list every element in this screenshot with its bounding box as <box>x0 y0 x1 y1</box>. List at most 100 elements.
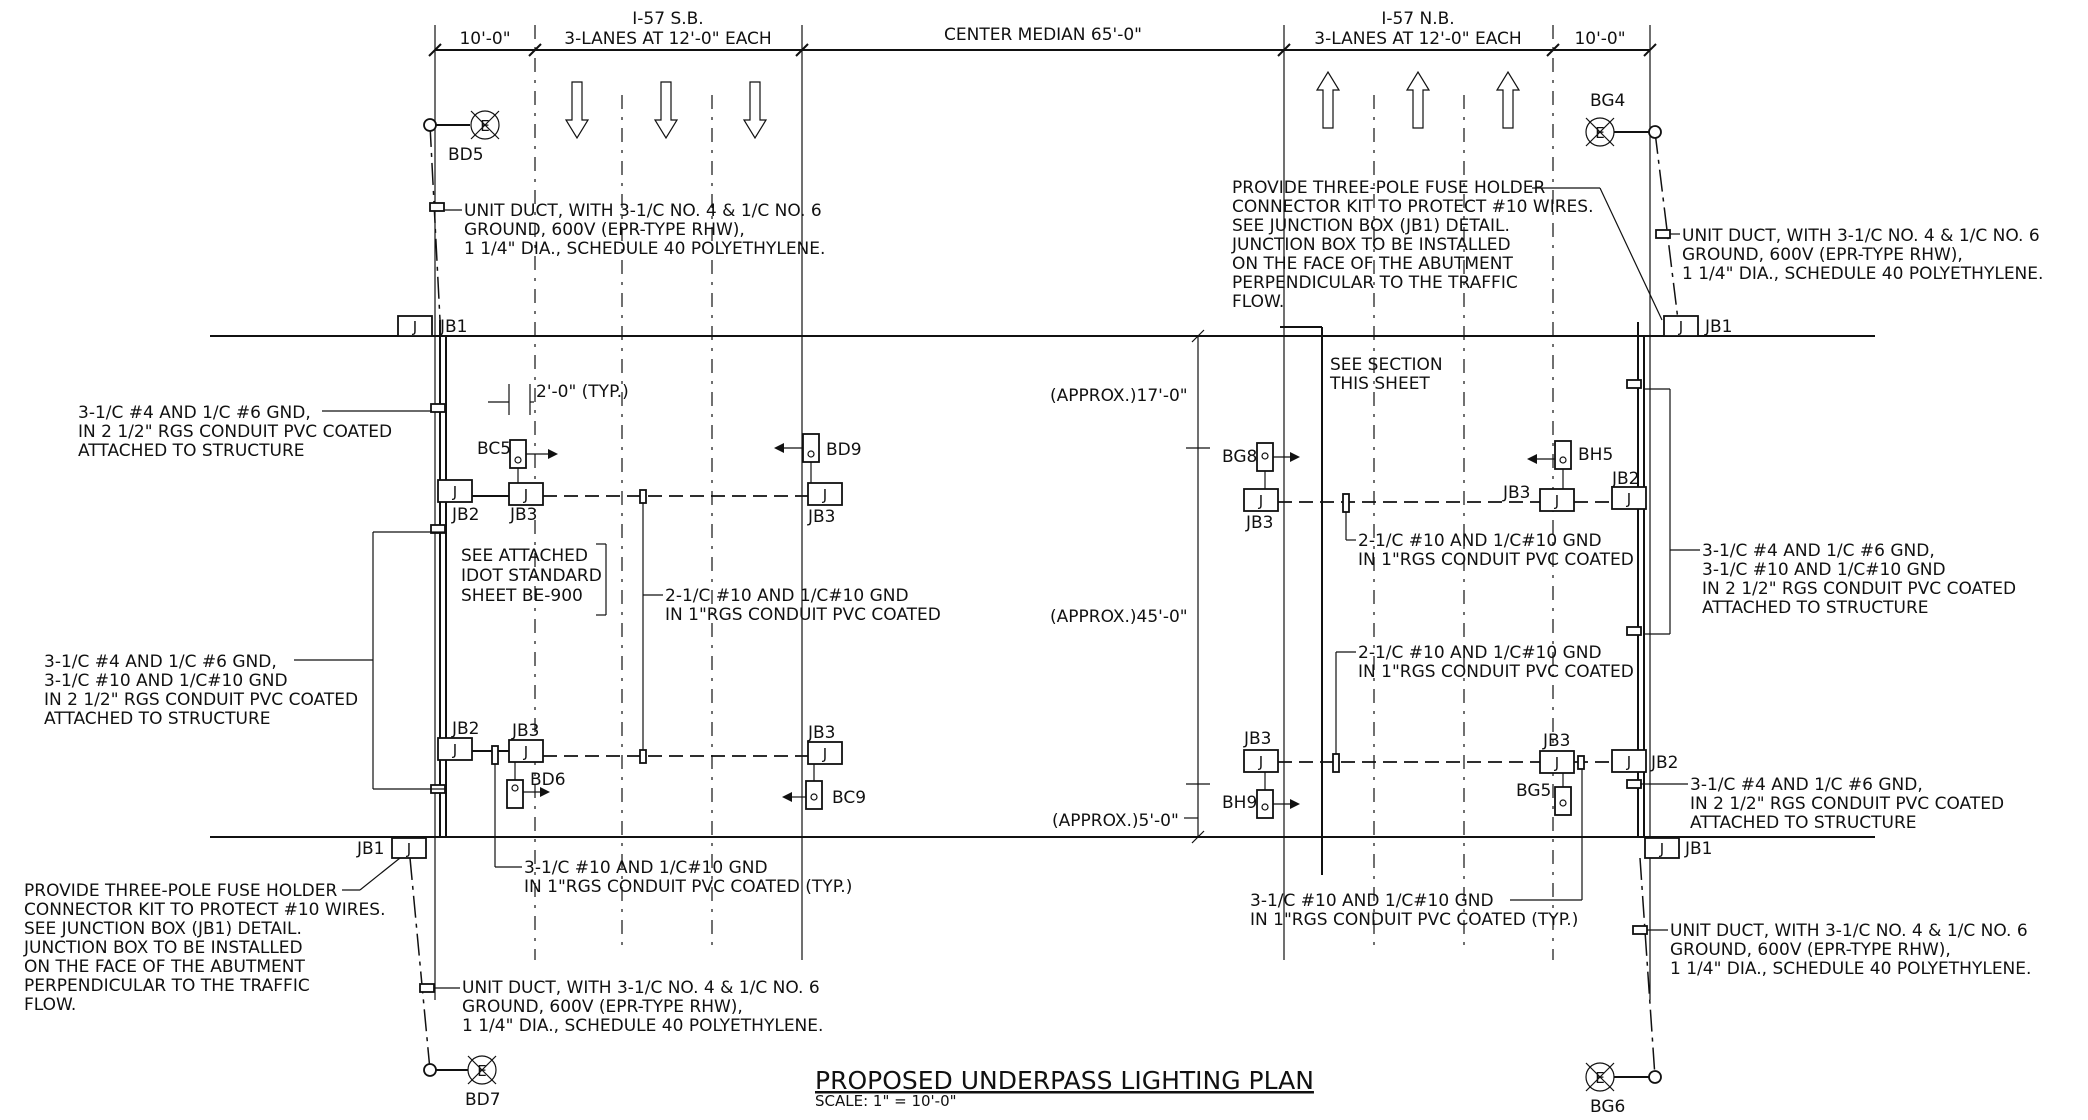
note-line: 3-1/C #10 AND 1/C#10 GND <box>44 671 288 691</box>
note-line: 1 1/4" DIA., SCHEDULE 40 POLYETHYLENE. <box>1670 959 2031 979</box>
note-line: IN 1"RGS CONDUIT PVC COATED (TYP.) <box>1250 910 1578 930</box>
note-line: ON THE FACE OF THE ABUTMENT <box>24 957 305 977</box>
note-line: IN 2 1/2" RGS CONDUIT PVC COATED <box>44 690 358 710</box>
note-line: ATTACHED TO STRUCTURE <box>1702 598 1929 618</box>
note-gnd-combo-right: 3-1/C #4 AND 1/C #6 GND, 3-1/C #10 AND 1… <box>1670 541 2016 618</box>
approx-17-dim: (APPROX.)17'-0" <box>1050 386 1188 406</box>
junction-box-jb3-right-lower: J JB3 <box>1539 731 1575 774</box>
note-line: ON THE FACE OF THE ABUTMENT <box>1232 254 1513 274</box>
svg-text:J: J <box>1554 754 1559 772</box>
note-gnd-right-lower: 3-1/C #4 AND 1/C #6 GND, IN 2 1/2" RGS C… <box>1640 775 2004 833</box>
svg-text:J: J <box>452 741 457 759</box>
jb-label: JB3 <box>1245 513 1274 533</box>
svg-text:J: J <box>1258 492 1263 510</box>
note-line: 2-1/C #10 AND 1/C#10 GND <box>665 586 909 606</box>
junction-box-jb1-top-right: J JB1 <box>1663 315 1733 337</box>
luminaire-bh9: BH9 <box>1222 772 1300 819</box>
fixture-label: BD9 <box>826 440 862 460</box>
southbound-arrow <box>742 81 768 140</box>
northbound-arrow <box>1315 70 1341 129</box>
note-line: 3-1/C #4 AND 1/C #6 GND, <box>1702 541 1935 561</box>
header-dimensions: 10'-0" I-57 S.B. 3-LANES AT 12'-0" EACH … <box>428 9 1657 1000</box>
fixture-label: BG8 <box>1222 447 1257 467</box>
pole-label-bg4: BG4 <box>1590 91 1625 111</box>
note-line: 3-1/C #10 AND 1/C#10 GND <box>524 858 768 878</box>
drawing-title-block: PROPOSED UNDERPASS LIGHTING PLAN SCALE: … <box>815 1066 1314 1110</box>
vertical-dimensions: (APPROX.)17'-0" (APPROX.)45'-0" (APPROX.… <box>1050 329 1210 844</box>
circuit-runs <box>472 489 1612 773</box>
fixture-label: BH9 <box>1222 793 1257 813</box>
e-symbol: E <box>480 117 489 135</box>
note-wire10-left: 2-1/C #10 AND 1/C#10 GND IN 1"RGS CONDUI… <box>643 586 941 625</box>
note-line: 2-1/C #10 AND 1/C#10 GND <box>1358 531 1602 551</box>
note-line: SEE ATTACHED <box>461 546 588 566</box>
fixture-label: BG5 <box>1516 781 1551 801</box>
note-wire10-right-middle: 2-1/C #10 AND 1/C#10 GND IN 1"RGS CONDUI… <box>1335 643 1634 754</box>
jb-label: JB2 <box>451 505 480 525</box>
luminaire-bh5: BH5 <box>1527 440 1613 489</box>
pole-bd5: E BD5 <box>423 110 500 321</box>
junction-box-jb3-median-upper: J JB3 <box>807 482 843 527</box>
note-line: IN 2 1/2" RGS CONDUIT PVC COATED <box>1702 579 2016 599</box>
svg-text:J: J <box>412 318 417 336</box>
svg-text:J: J <box>523 743 528 761</box>
note-line: SEE SECTION <box>1330 355 1443 375</box>
jb-label: JB3 <box>807 723 836 743</box>
luminaire-bd9: BD9 <box>774 433 862 483</box>
note-line: 3-1/C #4 AND 1/C #6 GND, <box>78 403 311 423</box>
note-line: CONNECTOR KIT TO PROTECT #10 WIRES. <box>1232 197 1593 217</box>
note-line: IN 1"RGS CONDUIT PVC COATED <box>665 605 941 625</box>
note-wire10-right-upper: 2-1/C #10 AND 1/C#10 GND IN 1"RGS CONDUI… <box>1345 512 1634 570</box>
note-line: UNIT DUCT, WITH 3-1/C NO. 4 & 1/C NO. 6 <box>1682 226 2040 246</box>
note-line: FLOW. <box>24 995 76 1015</box>
approx-5-dim: (APPROX.)5'-0" <box>1052 811 1179 831</box>
note-line: ATTACHED TO STRUCTURE <box>1690 813 1917 833</box>
note-wire10-typ-left: 3-1/C #10 AND 1/C#10 GND IN 1"RGS CONDUI… <box>494 764 852 897</box>
northbound-arrow <box>1495 70 1521 129</box>
note-fuse-holder-bottom: PROVIDE THREE-POLE FUSE HOLDER CONNECTOR… <box>23 857 401 1015</box>
note-line: UNIT DUCT, WITH 3-1/C NO. 4 & 1/C NO. 6 <box>1670 921 2028 941</box>
note-line: GROUND, 600V (EPR-TYPE RHW), <box>1670 940 1951 960</box>
junction-box-jb3-right-lower-median: J JB3 <box>1243 729 1279 773</box>
note-line: PROVIDE THREE-POLE FUSE HOLDER <box>24 881 337 901</box>
note-line: UNIT DUCT, WITH 3-1/C NO. 4 & 1/C NO. 6 <box>464 201 822 221</box>
note-unit-duct-top-right: UNIT DUCT, WITH 3-1/C NO. 4 & 1/C NO. 6 … <box>1670 226 2043 284</box>
note-line: PROVIDE THREE-POLE FUSE HOLDER <box>1232 178 1545 198</box>
junction-box-jb3-median-lower: J JB3 <box>807 723 843 765</box>
note-line: IN 1"RGS CONDUIT PVC COATED <box>1358 662 1634 682</box>
svg-text:J: J <box>452 483 457 501</box>
note-line: PERPENDICULAR TO THE TRAFFIC <box>24 976 310 996</box>
junction-box-jb2-right-lower: J JB2 <box>1611 749 1679 773</box>
svg-text:J: J <box>1626 490 1631 508</box>
jb-label: JB1 <box>1704 317 1733 337</box>
jb-label: JB3 <box>509 505 538 525</box>
jb-label: JB1 <box>439 317 468 337</box>
conduit-runs <box>372 202 1671 838</box>
fixture-label: BC9 <box>832 788 866 808</box>
sb-lanes-dim: 3-LANES AT 12'-0" EACH <box>564 29 771 49</box>
e-symbol: E <box>1595 124 1604 142</box>
note-line: 3-1/C #10 AND 1/C#10 GND <box>1702 560 1946 580</box>
note-line: UNIT DUCT, WITH 3-1/C NO. 4 & 1/C NO. 6 <box>462 978 820 998</box>
note-gnd-left-upper: 3-1/C #4 AND 1/C #6 GND, IN 2 1/2" RGS C… <box>78 403 432 461</box>
junction-box-jb3-left-upper: J JB3 <box>508 482 544 525</box>
note-line: 1 1/4" DIA., SCHEDULE 40 POLYETHYLENE. <box>464 239 825 259</box>
shoulder-right-dim: 10'-0" <box>1574 29 1625 49</box>
jb-label: JB2 <box>1611 469 1640 489</box>
traffic-arrows <box>564 70 1521 140</box>
drawing-scale: SCALE: 1" = 10'-0" <box>815 1092 957 1110</box>
approx-45-dim: (APPROX.)45'-0" <box>1050 607 1188 627</box>
nb-route-label: I-57 N.B. <box>1381 9 1454 29</box>
note-line: GROUND, 600V (EPR-TYPE RHW), <box>1682 245 1963 265</box>
pole-label-bg6: BG6 <box>1590 1097 1625 1117</box>
sb-route-label: I-57 S.B. <box>632 9 703 29</box>
see-section-marker: SEE SECTION THIS SHEET <box>1280 326 1443 875</box>
jb-label: JB3 <box>807 507 836 527</box>
note-line: PERPENDICULAR TO THE TRAFFIC <box>1232 273 1518 293</box>
note-line: IDOT STANDARD <box>461 566 602 586</box>
note-line: FLOW. <box>1232 292 1284 312</box>
svg-text:J: J <box>1626 753 1631 771</box>
svg-text:J: J <box>1659 840 1664 858</box>
junction-box-jb3-left-lower: J JB3 <box>508 721 544 763</box>
